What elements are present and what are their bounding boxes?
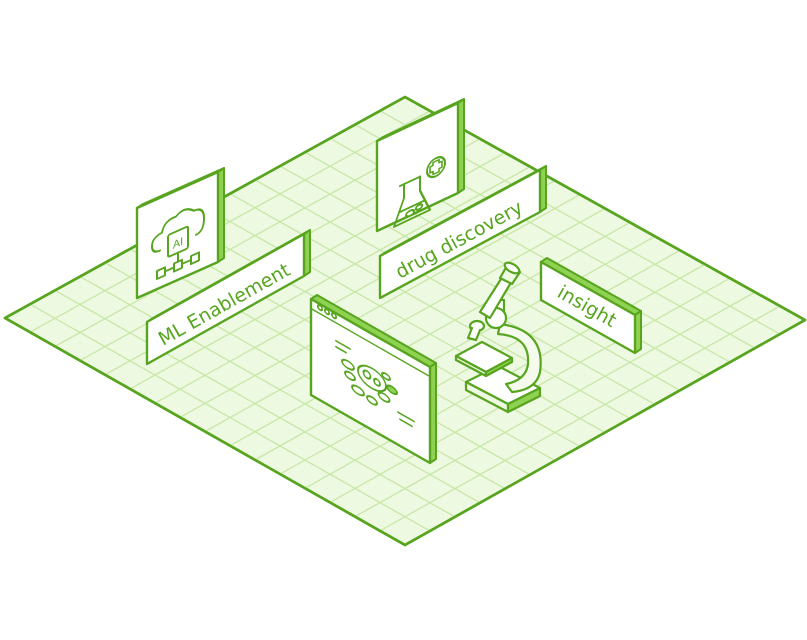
- grid-line: [254, 235, 656, 461]
- cell-analysis-screen-icon: [310, 304, 431, 428]
- grid-line: [29, 303, 431, 532]
- ai-chip-label: AI: [173, 236, 183, 252]
- grid-line: [354, 291, 756, 518]
- grid-line: [79, 275, 481, 504]
- drug-icon-panel: [375, 98, 465, 233]
- grid-line: [104, 262, 506, 490]
- ml-icon-panel: AI: [135, 167, 225, 300]
- cell-analysis-screen: [309, 294, 437, 465]
- grid-line: [54, 289, 456, 518]
- grid-line: [229, 221, 631, 447]
- flask-medical-icon: [393, 156, 446, 228]
- microscope-icon: [454, 261, 542, 414]
- grid-line: [379, 305, 781, 532]
- cloud-ai-network-icon: AI: [151, 208, 205, 281]
